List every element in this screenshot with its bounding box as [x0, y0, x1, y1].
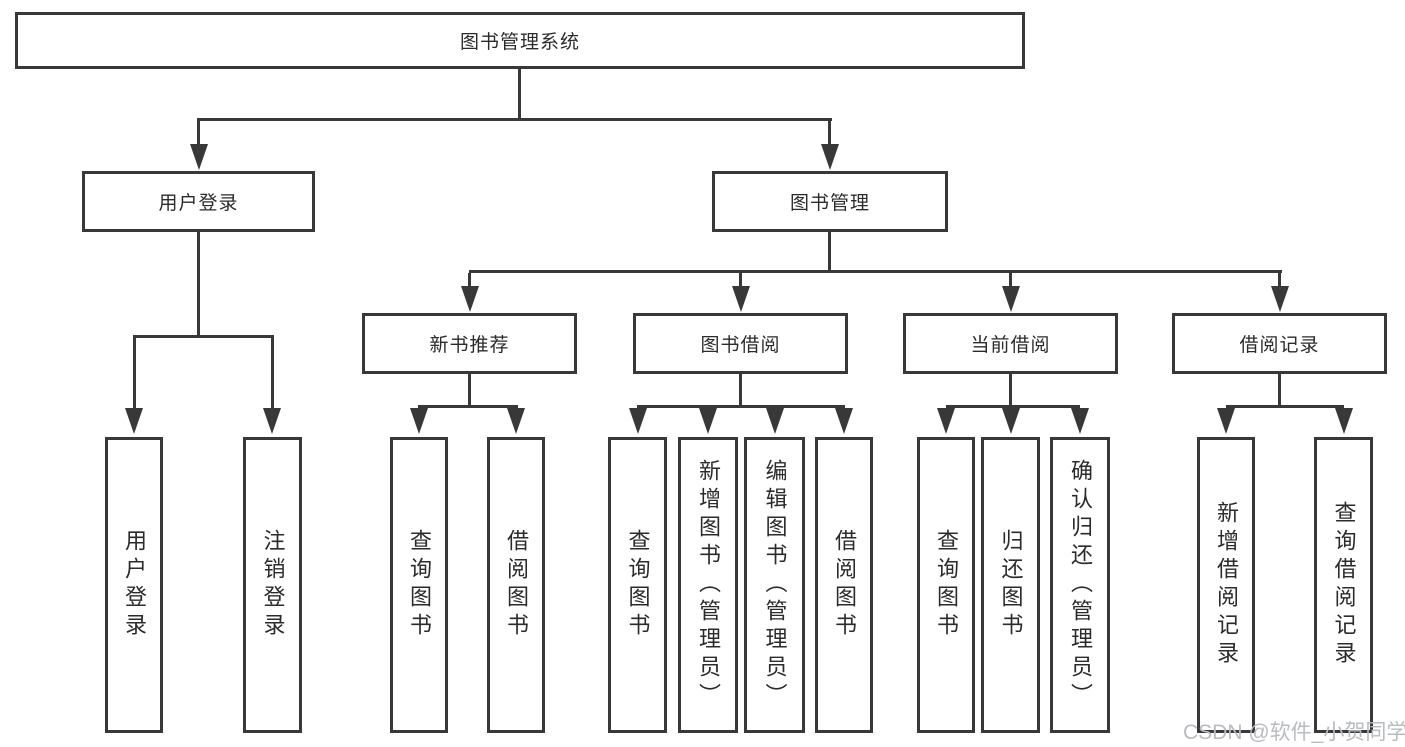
- csdn-watermark: CSDN @软件_小贺同学: [1183, 721, 1405, 744]
- connector-line: [469, 270, 1282, 273]
- arrow-down-icon: [732, 286, 750, 312]
- node-label: 查询图书: [934, 529, 959, 641]
- node-label: 新增借阅记录: [1214, 501, 1239, 669]
- node-label: 查询借阅记录: [1331, 501, 1357, 669]
- node-label: 查询图书: [625, 529, 651, 641]
- node-label: 注销登录: [260, 529, 286, 641]
- connector-line: [946, 405, 1080, 408]
- connector-line: [828, 121, 831, 145]
- arrow-down-icon: [507, 408, 525, 434]
- arrow-down-icon: [1271, 286, 1289, 312]
- connector-line: [1009, 273, 1012, 287]
- node-library-management-system: 图书管理系统: [15, 12, 1025, 69]
- leaf-borrow-books: 借阅图书: [815, 437, 873, 733]
- connector-line: [468, 273, 471, 287]
- connector-line: [1278, 374, 1281, 408]
- arrow-down-icon: [1335, 408, 1353, 434]
- node-new-book-recommend: 新书推荐: [362, 313, 577, 374]
- connector-line: [518, 69, 521, 120]
- leaf-edit-books-admin: 编辑图书（管理员）: [744, 437, 805, 733]
- connector-line: [197, 121, 200, 145]
- connector-line: [197, 232, 200, 338]
- leaf-query-books-current: 查询图书: [917, 437, 975, 733]
- node-book-borrowing: 图书借阅: [633, 313, 848, 374]
- arrow-down-icon: [699, 408, 717, 434]
- connector-line: [133, 335, 274, 338]
- connector-line: [1278, 273, 1281, 287]
- leaf-add-borrow-record: 新增借阅记录: [1197, 437, 1255, 733]
- leaf-query-books-recommend: 查询图书: [390, 437, 448, 733]
- node-label: 当前借阅: [970, 335, 1051, 356]
- node-label: 用户登录: [122, 529, 147, 641]
- arrow-down-icon: [190, 144, 208, 170]
- connector-line: [828, 232, 831, 273]
- leaf-return-books: 归还图书: [981, 437, 1040, 733]
- leaf-query-books-borrowing: 查询图书: [608, 437, 667, 733]
- leaf-query-borrow-record: 查询借阅记录: [1314, 437, 1373, 733]
- connector-line: [1009, 374, 1012, 408]
- node-label: 查询图书: [407, 529, 432, 641]
- connector-line: [133, 338, 136, 409]
- arrow-down-icon: [1002, 408, 1020, 434]
- node-label: 借阅记录: [1239, 335, 1320, 356]
- leaf-logout: 注销登录: [243, 437, 302, 733]
- connector-line: [468, 374, 471, 408]
- node-label: 用户登录: [158, 193, 239, 214]
- node-borrowing-records: 借阅记录: [1172, 313, 1387, 374]
- arrow-down-icon: [835, 408, 853, 434]
- node-book-management: 图书管理: [712, 171, 948, 232]
- node-label: 新书推荐: [429, 335, 510, 356]
- node-label: 借阅图书: [832, 529, 857, 641]
- node-label: 图书管理: [789, 193, 870, 214]
- leaf-confirm-return-admin: 确认归还（管理员）: [1050, 437, 1110, 733]
- node-label: 图书管理系统: [459, 32, 580, 53]
- node-current-borrowing: 当前借阅: [903, 313, 1118, 374]
- arrow-down-icon: [629, 408, 647, 434]
- node-label: 借阅图书: [504, 529, 529, 641]
- arrow-down-icon: [1071, 408, 1089, 434]
- connector-line: [271, 338, 274, 409]
- arrow-down-icon: [461, 286, 479, 312]
- node-user-login: 用户登录: [82, 171, 315, 232]
- connector-line: [739, 374, 742, 408]
- arrow-down-icon: [125, 408, 143, 434]
- node-label: 图书借阅: [700, 335, 781, 356]
- node-label: 新增图书（管理员）: [696, 459, 721, 711]
- arrow-down-icon: [1217, 408, 1235, 434]
- connector-line: [418, 405, 518, 408]
- connector-line: [197, 118, 832, 121]
- arrow-down-icon: [410, 408, 428, 434]
- connector-line: [739, 273, 742, 287]
- leaf-borrow-books-recommend: 借阅图书: [487, 437, 545, 733]
- node-label: 编辑图书（管理员）: [762, 459, 788, 711]
- arrow-down-icon: [766, 408, 784, 434]
- node-label: 确认归还（管理员）: [1068, 459, 1093, 711]
- leaf-user-login: 用户登录: [105, 437, 163, 733]
- connector-line: [1226, 405, 1344, 408]
- arrow-down-icon: [263, 408, 281, 434]
- arrow-down-icon: [821, 144, 839, 170]
- leaf-add-books-admin: 新增图书（管理员）: [678, 437, 738, 733]
- arrow-down-icon: [937, 408, 955, 434]
- arrow-down-icon: [1002, 286, 1020, 312]
- node-label: 归还图书: [998, 529, 1024, 641]
- connector-line: [637, 405, 845, 408]
